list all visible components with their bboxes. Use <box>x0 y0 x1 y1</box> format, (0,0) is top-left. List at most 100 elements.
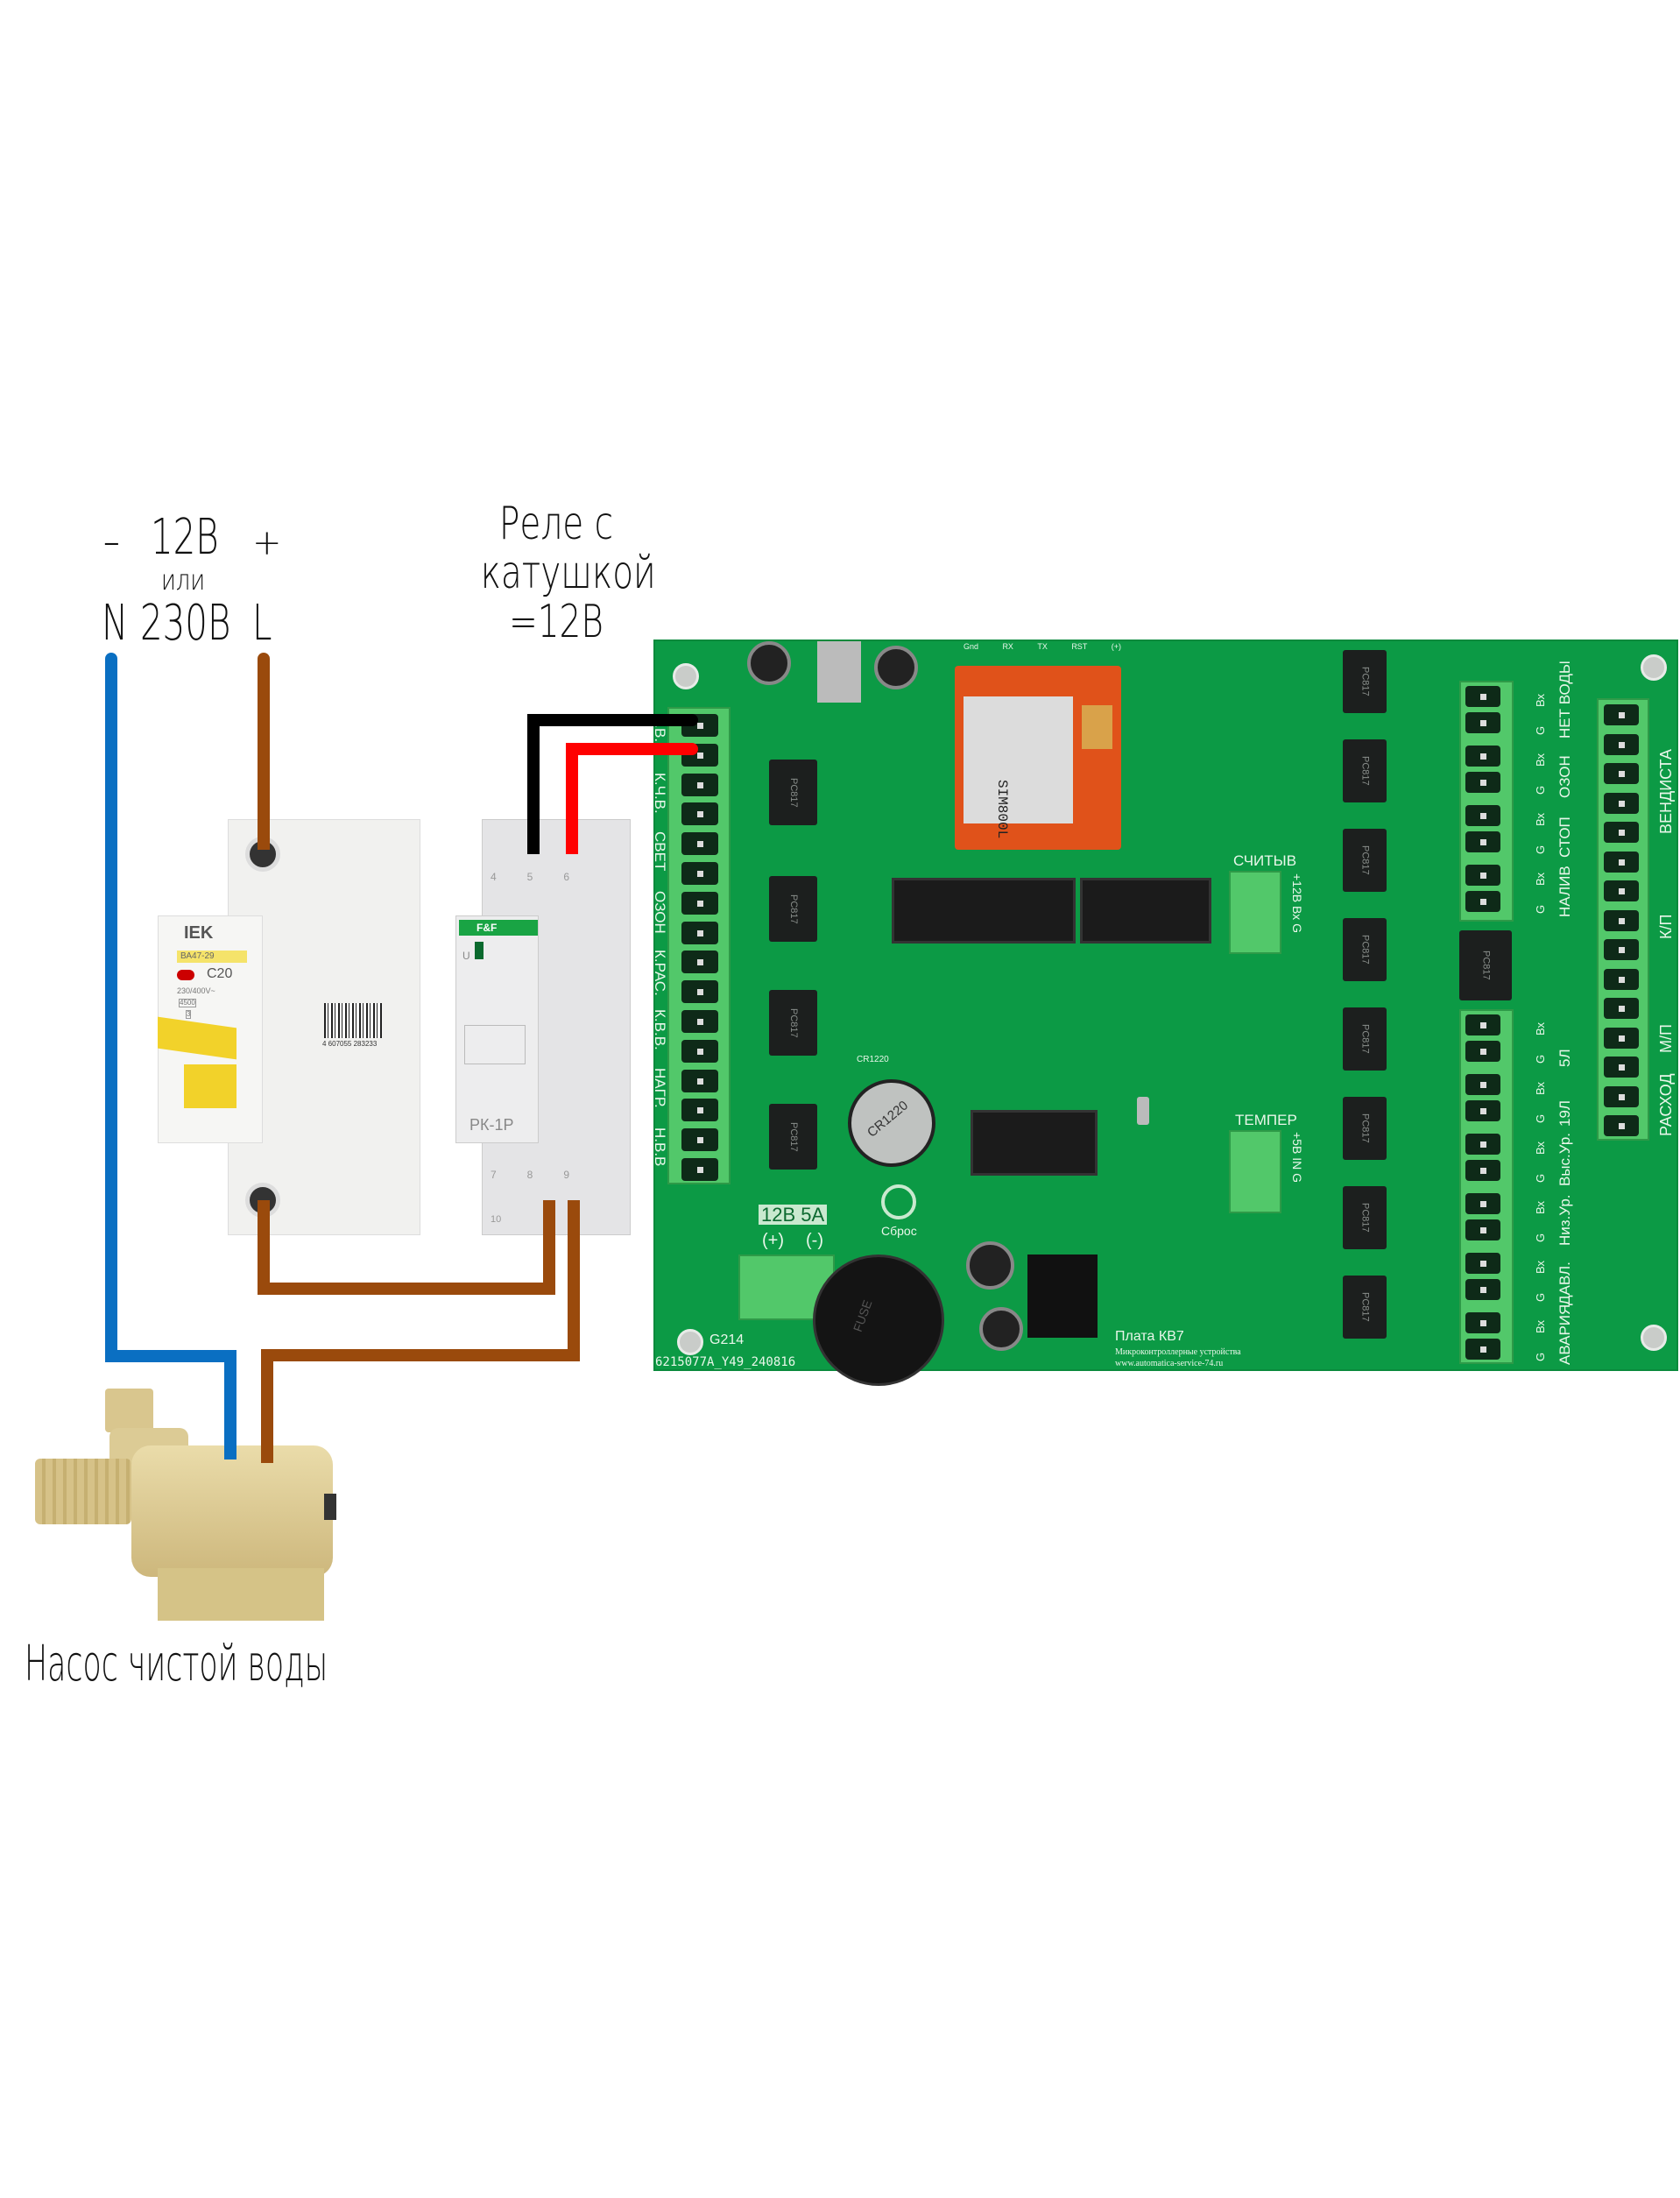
terminal-slot[interactable] <box>681 921 718 944</box>
terminal-slot[interactable] <box>1465 772 1500 793</box>
supply-or: или <box>161 563 206 597</box>
terminal-slot[interactable] <box>1465 805 1500 826</box>
power-minus-label: (-) <box>806 1231 823 1250</box>
terminal-slot[interactable] <box>681 891 718 915</box>
input-label: СТОП <box>1556 816 1573 858</box>
pump-line-wire <box>568 1200 580 1360</box>
terminal-slot[interactable] <box>1465 686 1500 707</box>
temp-terminal[interactable] <box>1229 1130 1281 1213</box>
optocoupler: PC817 <box>769 1104 817 1170</box>
terminal-slot[interactable] <box>1465 1279 1500 1300</box>
terminal-slot[interactable] <box>1465 1193 1500 1214</box>
terminal-slot[interactable] <box>1465 1074 1500 1095</box>
pin-label-g: G <box>1534 725 1547 735</box>
terminal-slot[interactable] <box>681 1158 718 1181</box>
terminal-slot[interactable] <box>681 1039 718 1063</box>
terminal-slot[interactable] <box>1465 1014 1500 1035</box>
terminal-slot[interactable] <box>1604 880 1639 901</box>
terminal-number: 7 <box>491 1169 497 1181</box>
terminal-slot[interactable] <box>681 951 718 974</box>
optocoupler: PC817 <box>1343 918 1387 981</box>
terminal-slot[interactable] <box>1465 891 1500 912</box>
supply-neutral: N <box>102 595 129 652</box>
terminal-slot[interactable] <box>1604 704 1639 725</box>
reader-label: СЧИТЫВ <box>1233 852 1297 869</box>
pin-label: G <box>1290 1173 1304 1183</box>
terminal-slot[interactable] <box>1465 831 1500 852</box>
supply-line: L <box>252 595 272 652</box>
optocoupler-label: PC817 <box>1480 951 1492 980</box>
terminal-slot[interactable] <box>1604 939 1639 960</box>
terminal-slot[interactable] <box>1604 909 1639 931</box>
relay-label-box <box>464 1025 526 1064</box>
terminal-slot[interactable] <box>1465 1160 1500 1181</box>
pin-label-g: G <box>1534 904 1547 914</box>
coil-plus-wire <box>566 743 578 854</box>
optocoupler: PC817 <box>1343 1097 1387 1160</box>
terminal-slot[interactable] <box>1604 851 1639 873</box>
terminal-slot[interactable] <box>1604 792 1639 814</box>
terminal-slot[interactable] <box>681 773 718 796</box>
pin-label-in: Вх <box>1534 1260 1547 1274</box>
terminal-slot[interactable] <box>681 1128 718 1152</box>
terminal-slot[interactable] <box>1604 1115 1639 1136</box>
terminal-slot[interactable] <box>1465 712 1500 733</box>
terminal-slot[interactable] <box>1465 1134 1500 1155</box>
terminal-slot[interactable] <box>1604 733 1639 755</box>
terminal-slot[interactable] <box>1465 1339 1500 1360</box>
capacitor <box>747 641 791 685</box>
fuse-holder[interactable]: FUSE <box>813 1254 944 1386</box>
terminal-slot[interactable] <box>1604 822 1639 843</box>
terminal-number: 6 <box>563 871 569 883</box>
gsm-pin-label: Gnd <box>964 642 979 651</box>
reader-pins: +12В Вх G <box>1290 873 1304 933</box>
pin-label-g: G <box>1534 1173 1547 1183</box>
terminal-slot[interactable] <box>681 1010 718 1033</box>
pump-caption: Насос чистой воды <box>25 1636 328 1693</box>
battery-holder: CR1220 <box>848 1079 935 1167</box>
terminal-slot[interactable] <box>1604 998 1639 1019</box>
terminal-slot[interactable] <box>1465 1041 1500 1062</box>
mount-hole <box>1641 654 1667 681</box>
terminal-slot[interactable] <box>1604 968 1639 990</box>
line-wire <box>543 1200 555 1295</box>
terminal-slot[interactable] <box>681 1099 718 1122</box>
terminal-slot[interactable] <box>681 832 718 856</box>
terminal-slot[interactable] <box>1604 1085 1639 1107</box>
input-label: Выс.Ур. <box>1556 1133 1573 1186</box>
terminal-slot[interactable] <box>681 802 718 826</box>
pin-label: IN <box>1290 1157 1304 1170</box>
usb-port[interactable] <box>1137 1097 1149 1125</box>
company-name: Микроконтроллерные устройства <box>1115 1347 1241 1357</box>
gsm-pin-label: (+) <box>1111 642 1121 651</box>
supply-minus: – <box>103 515 120 568</box>
reset-button[interactable] <box>881 1184 916 1219</box>
terminal-slot[interactable] <box>1465 746 1500 767</box>
terminal-number: 5 <box>526 871 533 883</box>
relay-u-label: U <box>462 950 470 962</box>
company-website: www.automatica-service-74.ru <box>1115 1359 1224 1368</box>
terminal-slot[interactable] <box>1465 1100 1500 1121</box>
optocoupler-label: PC817 <box>1359 1203 1371 1233</box>
input-label: Низ.Ур. <box>1556 1194 1573 1246</box>
optocoupler-label: PC817 <box>788 1121 799 1152</box>
terminal-slot[interactable] <box>1604 1027 1639 1049</box>
relay-caption: Реле с катушкой =12В <box>455 499 657 647</box>
pin-label-in: Вх <box>1534 753 1547 767</box>
gsm-module: SIM800L <box>955 666 1121 850</box>
terminal-slot[interactable] <box>681 1069 718 1092</box>
reader-terminal[interactable] <box>1229 871 1281 954</box>
terminal-slot[interactable] <box>1604 1057 1639 1078</box>
optocoupler-label: PC817 <box>1359 935 1371 965</box>
pin-label-g: G <box>1534 1054 1547 1064</box>
terminal-slot[interactable] <box>1465 865 1500 886</box>
sensor-label: РАСХОД <box>1657 1073 1675 1136</box>
terminal-slot[interactable] <box>681 980 718 1004</box>
terminal-slot[interactable] <box>1604 763 1639 784</box>
terminal-slot[interactable] <box>1465 1312 1500 1333</box>
pin-label-in: Вх <box>1534 693 1547 707</box>
terminal-slot[interactable] <box>681 862 718 885</box>
terminal-slot[interactable] <box>1465 1219 1500 1240</box>
terminal-slot[interactable] <box>1465 1253 1500 1274</box>
